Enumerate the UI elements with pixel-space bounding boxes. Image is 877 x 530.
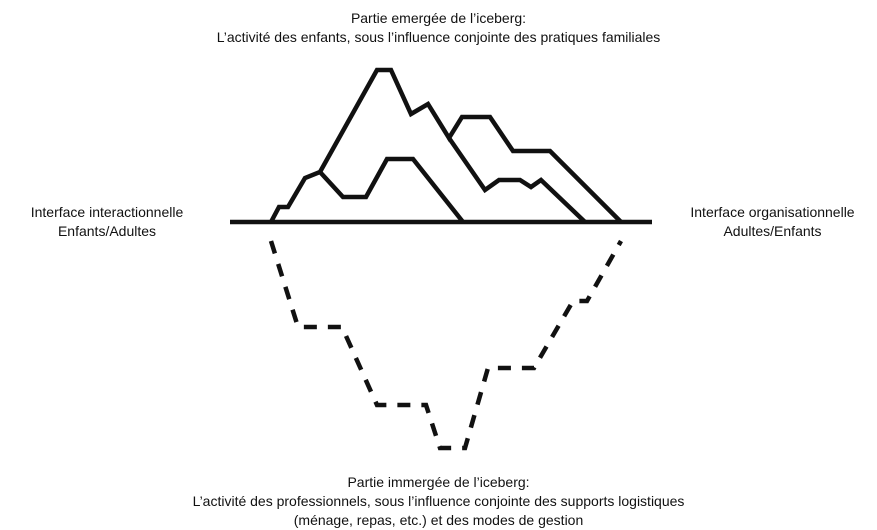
bottom-caption: Partie immergée de l’iceberg: L’activité… xyxy=(0,473,877,530)
iceberg-submerged-outline xyxy=(268,239,623,451)
top-caption-title: Partie emergée de l’iceberg: xyxy=(350,10,527,26)
iceberg-right-ridge xyxy=(447,136,587,224)
iceberg-peak-outline xyxy=(269,67,623,224)
right-interface-label: Interface organisationnelle Adultes/Enfa… xyxy=(668,203,877,241)
right-interface-label-line2: Adultes/Enfants xyxy=(723,223,822,239)
iceberg-inner-ridge xyxy=(318,156,465,224)
bottom-caption-title: Partie immergée de l’iceberg: xyxy=(347,474,530,490)
bottom-caption-description: L’activité des professionnels, sous l’in… xyxy=(192,493,685,509)
top-caption: Partie emergée de l’iceberg: L’activité … xyxy=(0,9,877,47)
bottom-caption-description-cont: (ménage, repas, etc.) et des modes de ge… xyxy=(293,512,584,528)
left-interface-label-line2: Enfants/Adultes xyxy=(57,223,157,239)
left-interface-label-line1: Interface interactionnelle xyxy=(30,204,184,220)
top-caption-description: L’activité des enfants, sous l’influence… xyxy=(216,29,661,45)
left-interface-label: Interface interactionnelle Enfants/Adult… xyxy=(0,203,214,241)
right-interface-label-line1: Interface organisationnelle xyxy=(690,204,855,220)
